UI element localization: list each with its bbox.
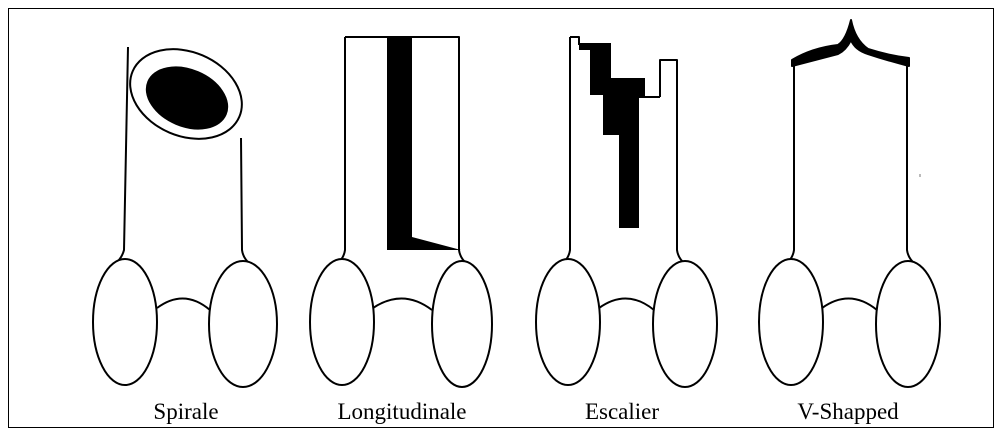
condyle-right (208, 260, 278, 388)
label-spirale: Spirale (153, 399, 218, 424)
spiral-fracture-bone (92, 46, 278, 388)
stair-fracture-mark (579, 43, 645, 228)
label-v-shapped: V-Shapped (797, 399, 899, 424)
spiral-fracture-mark (145, 66, 229, 130)
longitudinal-fracture-mark (387, 37, 461, 250)
figure-frame (8, 8, 994, 428)
condyle-right (875, 260, 941, 388)
condyle-right (431, 260, 493, 388)
v-shaped-fracture-mark (791, 19, 910, 67)
longitudinal-fracture-bone (309, 36, 493, 388)
condyle-left (535, 258, 601, 386)
condyle-left (309, 258, 375, 386)
v-shaped-fracture-bone (758, 19, 941, 388)
condyle-left (758, 258, 824, 386)
condyle-left (92, 258, 158, 386)
label-longitudinale: Longitudinale (337, 399, 466, 424)
label-escalier: Escalier (585, 399, 659, 424)
stair-fracture-bone (535, 36, 718, 388)
condyle-right (652, 260, 718, 388)
